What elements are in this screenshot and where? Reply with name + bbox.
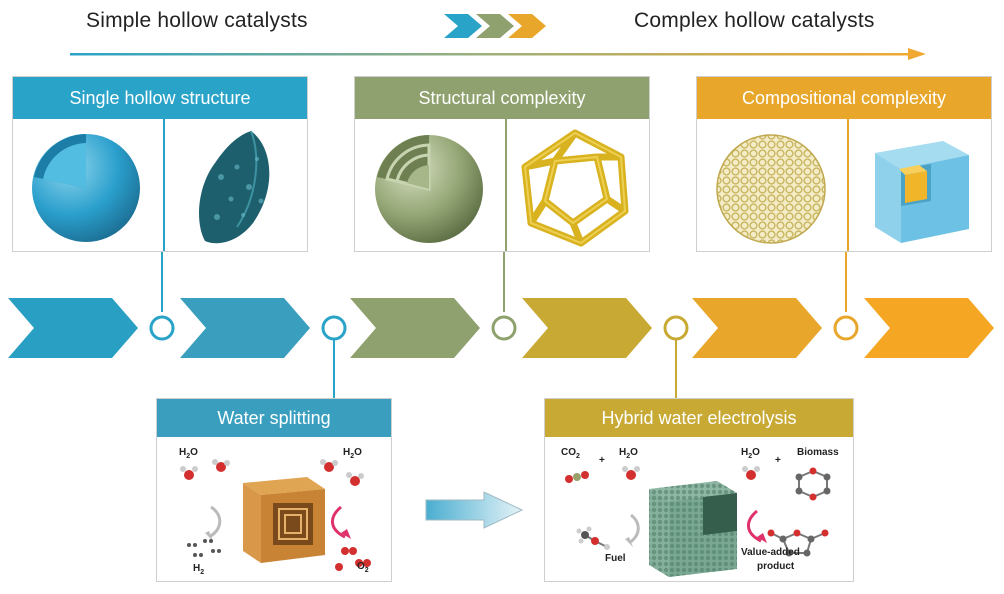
hollow-sphere-image [32, 134, 140, 242]
panel-title: Hybrid water electrolysis [545, 399, 853, 437]
label-product: product [757, 561, 795, 572]
transition-arrow [425, 491, 524, 529]
panel-title: Single hollow structure [13, 77, 307, 119]
yolk-shell-cube-image [875, 141, 969, 243]
label-biomass: Biomass [797, 447, 839, 458]
gold-frame-dodecahedron-image [521, 129, 629, 247]
label-value-added: Value-added [741, 547, 800, 558]
water-splitting-scheme [180, 459, 371, 571]
panel-hybrid-water-electrolysis: Hybrid water electrolysis CO2 + H2O H2O … [544, 398, 854, 582]
label-co2: CO2 [561, 447, 580, 460]
simple-catalysts-title: Simple hollow catalysts [86, 9, 308, 32]
label-h2o-b: H2O [741, 447, 760, 460]
hybrid-electrolysis-scheme [565, 466, 831, 577]
connector-line [675, 338, 677, 400]
progress-arrow-line [70, 48, 926, 60]
panel-title: Water splitting [157, 399, 391, 437]
label-plus-left: + [599, 455, 605, 466]
connector-line [845, 250, 847, 312]
panel-structural-complexity: Structural complexity [354, 76, 650, 252]
panel-title: Structural complexity [355, 77, 649, 119]
label-h2o-a: H2O [619, 447, 638, 460]
connector-line [503, 250, 505, 312]
top-chevron-arrows [444, 14, 546, 38]
panel-water-splitting: Water splitting H2O H2O H2 O2 [156, 398, 392, 582]
nanoparticle-sphere-image [716, 134, 826, 244]
label-h2o-left: H2O [179, 447, 198, 460]
label-fuel: Fuel [605, 553, 626, 564]
label-h2: H2 [193, 563, 205, 576]
complex-catalysts-title: Complex hollow catalysts [634, 9, 875, 32]
label-h2o-right: H2O [343, 447, 362, 460]
porous-spindle-image [199, 130, 270, 244]
panel-single-hollow: Single hollow structure [12, 76, 308, 252]
connector-line [333, 338, 335, 400]
multishell-sphere-image [375, 135, 483, 243]
label-o2: O2 [357, 561, 369, 574]
panel-compositional-complexity: Compositional complexity [696, 76, 992, 252]
connector-line [161, 250, 163, 312]
label-plus-right: + [775, 455, 781, 466]
panel-title: Compositional complexity [697, 77, 991, 119]
timeline-chevrons [8, 298, 994, 358]
